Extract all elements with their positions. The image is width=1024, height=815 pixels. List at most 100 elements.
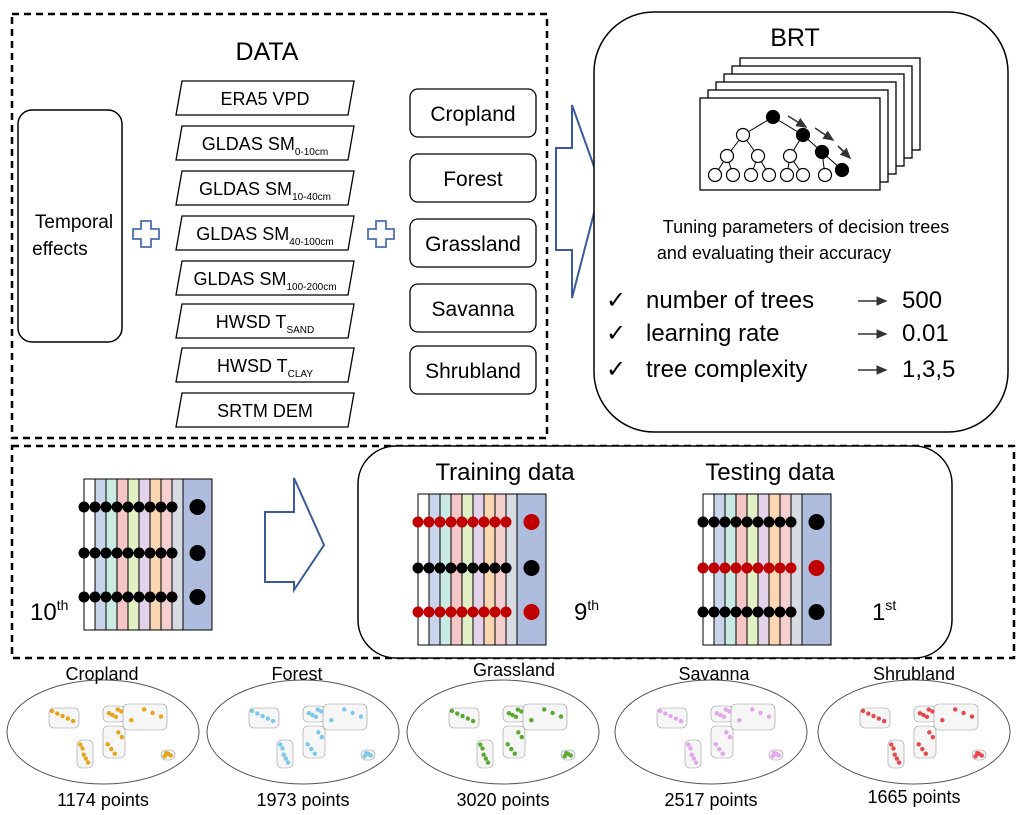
map-sample-point	[894, 756, 900, 761]
brt-title: BRT	[770, 24, 820, 52]
map-sample-point	[550, 710, 555, 716]
map-sample-point	[119, 734, 125, 740]
land-cover-box	[409, 218, 537, 268]
sample-dot	[500, 516, 512, 528]
map-sample-point	[150, 710, 155, 716]
map-point-count: 2517 points	[664, 790, 757, 810]
map-sample-point	[686, 742, 691, 747]
map-point-count: 1973 points	[256, 790, 349, 810]
sample-dot	[412, 562, 424, 574]
map-sample-point	[281, 752, 286, 757]
map-sample-point	[358, 714, 364, 719]
data-title: DATA	[236, 38, 299, 66]
map-sample-point	[717, 746, 722, 752]
variable-item: SRTM DEM	[175, 392, 355, 428]
sample-dot	[89, 591, 101, 603]
sample-dot	[523, 604, 540, 620]
sample-dot	[467, 562, 479, 574]
sample-dot	[423, 516, 435, 528]
map-sample-point	[891, 746, 896, 751]
map-sample-point	[513, 714, 519, 719]
sample-dot	[166, 547, 178, 559]
land-cover-box	[409, 345, 537, 395]
map-sample-point	[158, 714, 164, 719]
brt-description-line2: and evaluating their accuracy	[657, 243, 891, 263]
map-sample-point	[973, 754, 978, 759]
map-sample-point	[668, 713, 673, 719]
land-cover-item: Cropland	[409, 88, 537, 138]
variable-box	[175, 125, 355, 161]
map-sample-point	[766, 714, 772, 719]
map-sample-point	[112, 751, 118, 756]
map-sample-point	[280, 746, 285, 751]
plus-icon	[367, 220, 395, 248]
sample-dot	[752, 606, 764, 618]
map-sample-point	[940, 718, 945, 723]
sample-dot	[489, 516, 501, 528]
map-point-count: 1174 points	[57, 790, 149, 810]
tree-node	[735, 127, 751, 143]
land-cover-item: Savanna	[409, 283, 537, 333]
map-sample-point	[871, 713, 876, 719]
fold-count-training: 9th	[574, 597, 599, 626]
sample-dot	[122, 501, 134, 513]
variable-item: GLDAS SM100-200cm	[175, 260, 355, 296]
flow-arrow-icon	[555, 104, 603, 299]
sample-dot	[100, 547, 112, 559]
map-sample-point	[165, 751, 171, 756]
map-sample-point	[917, 711, 923, 716]
map-sample-point	[860, 708, 866, 714]
tree-node	[719, 148, 735, 164]
sample-dot	[155, 547, 167, 559]
map-sample-point	[460, 713, 465, 719]
sample-dot	[808, 560, 825, 576]
tree-node	[707, 167, 723, 183]
map-sample-point	[750, 707, 755, 712]
variable-label: GLDAS SM10-40cm	[199, 179, 331, 203]
variable-box	[175, 170, 355, 206]
checkmark-icon: ✓	[606, 287, 626, 314]
map-point-count: 1665 points	[867, 787, 960, 807]
temporal-label-line1: Temporal	[35, 212, 113, 233]
variable-item: GLDAS SM10-40cm	[175, 170, 355, 206]
map-sample-point	[65, 716, 71, 721]
map-sample-point	[896, 760, 902, 765]
map-sample-point	[953, 707, 958, 712]
map-sample-point	[129, 718, 134, 723]
map-sample-point	[558, 714, 564, 719]
brt-panel: BRT Tuning parameters of decision trees …	[593, 11, 1009, 433]
map-sample-point	[315, 707, 321, 712]
sample-dot	[111, 501, 123, 513]
tree-node	[743, 167, 759, 183]
variable-label: SRTM DEM	[217, 401, 313, 421]
sample-dot	[774, 562, 786, 574]
land-cover-label: Grassland	[425, 233, 521, 256]
sample-dot	[166, 501, 178, 513]
map-sample-point	[449, 708, 455, 714]
parameter-name: learning rate	[646, 320, 779, 347]
map-sample-point	[329, 718, 334, 723]
temporal-label-line2: effects	[32, 239, 88, 260]
sample-dot	[741, 516, 753, 528]
variable-label: GLDAS SM40-100cm	[196, 224, 334, 248]
tree-node	[782, 148, 798, 164]
variable-label: HWSD TCLAY	[217, 356, 313, 380]
map-sample-point	[483, 756, 489, 761]
sample-dot	[78, 547, 90, 559]
variable-label: ERA5 VPD	[220, 89, 309, 109]
map-sample-point	[283, 756, 289, 761]
sample-dot	[467, 516, 479, 528]
tree-node	[779, 167, 795, 183]
map-sample-point	[162, 754, 167, 759]
sample-dot	[719, 562, 731, 574]
map-sample-point	[923, 751, 928, 756]
map-sample-point	[319, 734, 325, 740]
sample-dot	[741, 606, 753, 618]
sample-dot	[763, 516, 775, 528]
